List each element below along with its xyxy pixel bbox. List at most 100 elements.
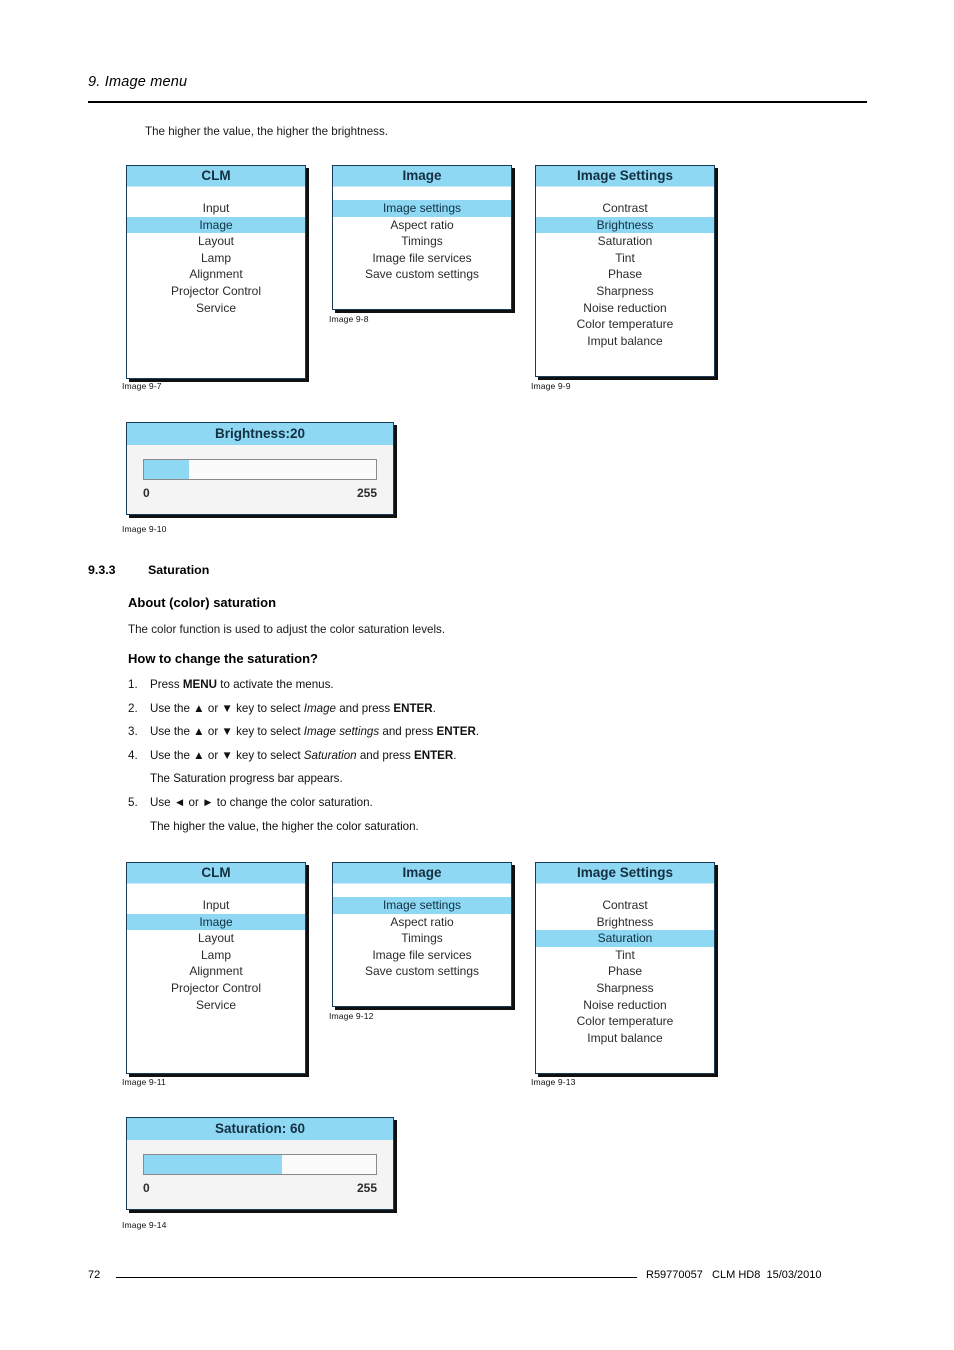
osd-menu-item[interactable]: Imput balance bbox=[536, 332, 714, 350]
osd-menu-item[interactable]: Aspect ratio bbox=[333, 216, 511, 234]
footer-rule bbox=[116, 1277, 637, 1279]
procedure-step: 3. Use the ▲ or ▼ key to select Image set… bbox=[128, 724, 748, 739]
procedure-list: 1.Press MENU to activate the menus.2.Use… bbox=[128, 677, 748, 842]
osd-menu-item[interactable]: Phase bbox=[536, 266, 714, 283]
osd-menu-item[interactable]: Image bbox=[127, 216, 305, 234]
figure-caption: Image 9-13 bbox=[531, 1077, 576, 1087]
osd-title: Saturation: 60 bbox=[127, 1118, 393, 1140]
osd-menu-item[interactable]: Save custom settings bbox=[333, 963, 511, 980]
section-title: Saturation bbox=[148, 563, 210, 577]
osd-menu-item[interactable]: Brightness bbox=[536, 216, 714, 234]
step-text: Use the ▲ or ▼ key to select Image setti… bbox=[150, 725, 480, 739]
osd-menu-item[interactable]: Image bbox=[127, 913, 305, 931]
osd-menu-item[interactable]: Sharpness bbox=[536, 979, 714, 997]
osd-menu-item[interactable]: Image file services bbox=[333, 946, 511, 964]
osd-menu-item[interactable]: Tint bbox=[536, 249, 714, 267]
osd-menu-item[interactable]: Service bbox=[127, 299, 305, 317]
osd-menu-item[interactable]: Projector Control bbox=[127, 979, 305, 997]
osd-menu-item[interactable]: Sharpness bbox=[536, 282, 714, 300]
step-text: Press MENU to activate the menus. bbox=[150, 678, 334, 691]
brightness-note: The higher the value, the higher the bri… bbox=[145, 125, 388, 138]
osd-menu-item[interactable]: Brightness bbox=[536, 913, 714, 931]
figure-caption: Image 9-14 bbox=[122, 1220, 167, 1230]
osd-menu-item[interactable]: Input bbox=[127, 200, 305, 217]
scale-max: 255 bbox=[356, 486, 377, 500]
step-text: The Saturation progress bar appears. bbox=[150, 772, 343, 786]
figure-caption: Image 9-12 bbox=[329, 1011, 374, 1021]
progress-scale: 0 255 bbox=[127, 484, 393, 500]
osd-menu-item[interactable]: Projector Control bbox=[127, 282, 305, 300]
osd-menu-item[interactable]: Aspect ratio bbox=[333, 913, 511, 931]
osd-menu-item[interactable]: Lamp bbox=[127, 946, 305, 964]
osd-menu-item[interactable]: Input bbox=[127, 897, 305, 914]
osd-title: Image bbox=[333, 863, 511, 884]
osd-spacer bbox=[333, 187, 511, 200]
osd-menu-item[interactable]: Timings bbox=[333, 930, 511, 947]
osd-menu-item[interactable]: Noise reduction bbox=[536, 299, 714, 317]
osd-progress-saturation: Saturation: 60 0 255 bbox=[126, 1117, 394, 1210]
osd-menu-item[interactable]: Noise reduction bbox=[536, 996, 714, 1014]
page-number: 72 bbox=[88, 1269, 101, 1281]
step-number: 1. bbox=[128, 678, 138, 691]
osd-menu-item[interactable]: Saturation bbox=[536, 930, 714, 947]
osd-menu-item[interactable]: Contrast bbox=[536, 200, 714, 217]
header-rule bbox=[88, 101, 867, 104]
step-number: 5. bbox=[128, 795, 138, 809]
osd-menu-item[interactable]: Image file services bbox=[333, 249, 511, 267]
progress-fill bbox=[144, 1155, 283, 1174]
osd-menu-item[interactable]: Color temperature bbox=[536, 316, 714, 333]
osd-spacer bbox=[536, 884, 714, 897]
step-text: Use the ▲ or ▼ key to select Image and p… bbox=[150, 701, 436, 715]
procedure-note: The Saturation progress bar appears. bbox=[128, 771, 748, 786]
procedure-step: 4.Use the ▲ or ▼ key to select Saturatio… bbox=[128, 748, 748, 763]
osd-menu-item[interactable]: Service bbox=[127, 996, 305, 1014]
progress-scale: 0 255 bbox=[127, 1179, 393, 1195]
osd-spacer bbox=[127, 187, 305, 200]
osd-title: Image Settings bbox=[536, 863, 714, 884]
step-text: The higher the value, the higher the col… bbox=[150, 819, 419, 833]
osd-spacer bbox=[333, 884, 511, 897]
subheading-about: About (color) saturation bbox=[128, 595, 277, 610]
figure-caption: Image 9-10 bbox=[122, 524, 167, 534]
osd-menu-item[interactable]: Timings bbox=[333, 233, 511, 250]
osd-menu-item[interactable]: Save custom settings bbox=[333, 266, 511, 283]
osd-menu-item[interactable]: Layout bbox=[127, 233, 305, 250]
figure-caption: Image 9-7 bbox=[122, 381, 162, 391]
osd-menu-item[interactable]: Layout bbox=[127, 930, 305, 947]
procedure-note: The higher the value, the higher the col… bbox=[128, 819, 748, 834]
osd-menu-item[interactable]: Alignment bbox=[127, 266, 305, 283]
progress-track[interactable] bbox=[143, 459, 377, 480]
osd-menu-item[interactable]: Contrast bbox=[536, 897, 714, 914]
osd-menu-item[interactable]: Saturation bbox=[536, 233, 714, 250]
about-text: The color function is used to adjust the… bbox=[128, 623, 446, 636]
osd-progress-brightness: Brightness:20 0 255 bbox=[126, 422, 394, 515]
progress-track[interactable] bbox=[143, 1154, 377, 1175]
osd-menu-item[interactable]: Image settings bbox=[333, 200, 511, 217]
osd-menu-item[interactable]: Tint bbox=[536, 946, 714, 964]
figure-caption: Image 9-9 bbox=[531, 381, 571, 391]
step-number: 3. bbox=[128, 725, 138, 739]
step-text: Use the ▲ or ▼ key to select Saturation … bbox=[150, 748, 457, 762]
footer-meta: R59770057 CLM HD8 15/03/2010 bbox=[646, 1269, 822, 1281]
osd-menu-item[interactable]: Color temperature bbox=[536, 1013, 714, 1030]
progress-area bbox=[127, 445, 393, 484]
scale-min: 0 bbox=[143, 486, 150, 500]
osd-menu-item[interactable]: Alignment bbox=[127, 963, 305, 980]
osd-spacer bbox=[127, 884, 305, 897]
osd-menu-item[interactable]: Image settings bbox=[333, 897, 511, 914]
osd-title: CLM bbox=[127, 863, 305, 884]
scale-max: 255 bbox=[356, 1181, 377, 1195]
osd-menu-item[interactable]: Phase bbox=[536, 963, 714, 980]
osd-menu-item[interactable]: Imput balance bbox=[536, 1029, 714, 1047]
osd-menu-item[interactable]: Lamp bbox=[127, 249, 305, 267]
chapter-title: 9. Image menu bbox=[88, 74, 188, 90]
